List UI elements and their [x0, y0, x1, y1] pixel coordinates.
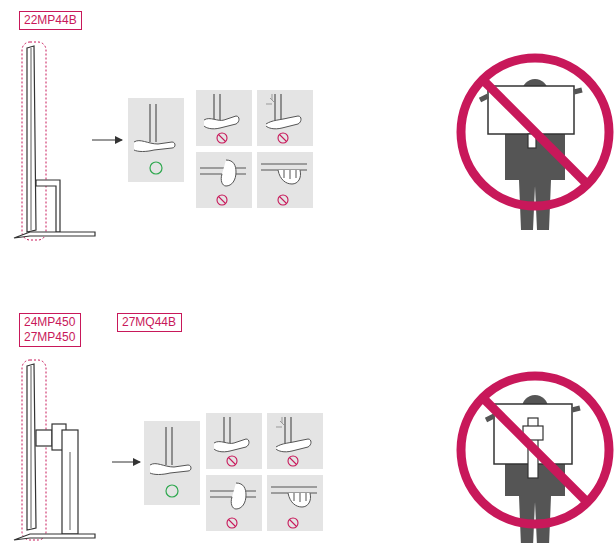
- prohibited-carry: [461, 376, 609, 543]
- model-name: 22MP44B: [24, 13, 77, 28]
- prohibited-carry: [461, 58, 609, 230]
- model-label: 24MP450 27MP450: [19, 313, 81, 347]
- monitor-side-view: [14, 42, 122, 240]
- model-label: 22MP44B: [19, 11, 82, 30]
- monitor-side-view: [14, 360, 140, 540]
- model-name: 24MP450 27MP450: [24, 315, 76, 345]
- model-name: 27MQ44B: [122, 315, 177, 330]
- model-label: 27MQ44B: [117, 313, 182, 332]
